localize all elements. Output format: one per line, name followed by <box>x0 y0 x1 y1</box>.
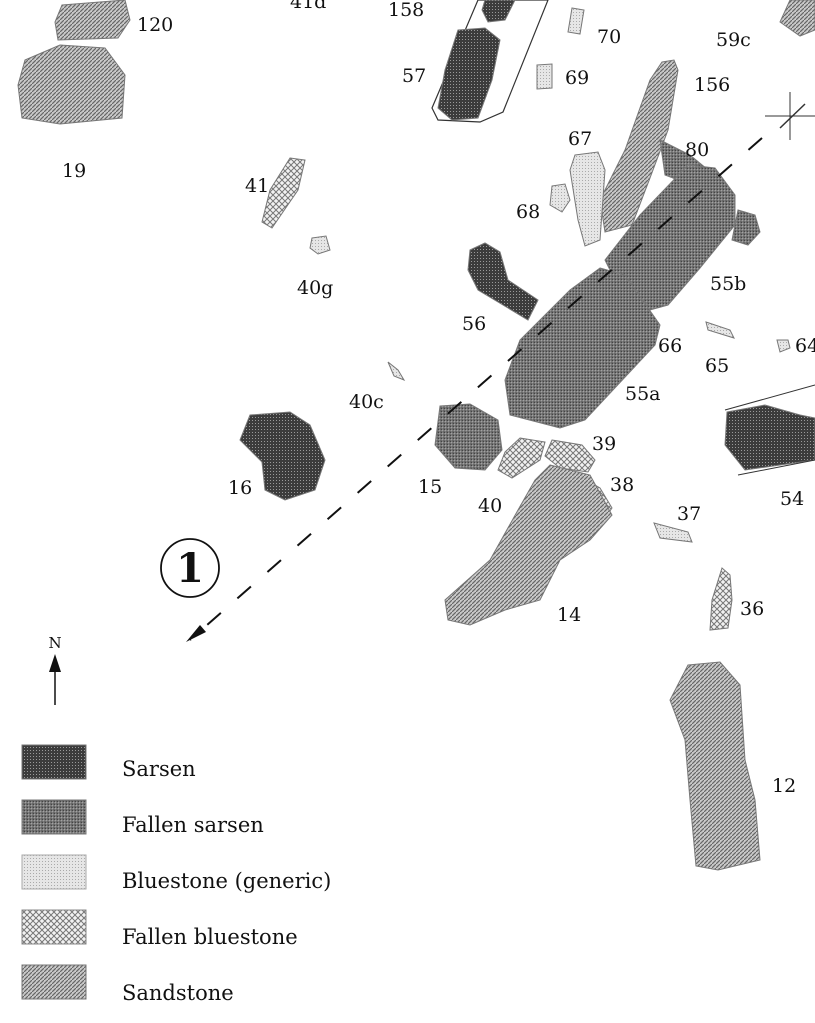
stone-19 <box>17 44 126 125</box>
legend-label: Sandstone <box>122 981 234 1005</box>
label-156: 156 <box>694 74 730 96</box>
legend-swatch-sarsen <box>21 744 87 780</box>
stone-64 <box>776 339 791 353</box>
stone-41 <box>261 157 306 229</box>
label-41d: 41d <box>290 0 326 13</box>
stone-39 <box>544 439 596 473</box>
axis-marker-number: 1 <box>176 545 204 592</box>
north-arrow-icon <box>49 654 61 672</box>
label-16: 16 <box>228 477 252 499</box>
label-120: 120 <box>137 14 173 36</box>
stone-40 <box>497 437 546 479</box>
legend-label: Fallen sarsen <box>122 813 264 837</box>
label-40c: 40c <box>349 391 384 413</box>
stone-15 <box>434 403 503 471</box>
label-64: 64 <box>795 335 815 357</box>
label-68: 68 <box>516 201 540 223</box>
label-55a: 55a <box>625 383 661 405</box>
label-69: 69 <box>565 67 589 89</box>
axis-dashed-line <box>186 137 763 642</box>
label-59c: 59c <box>716 29 751 51</box>
legend-swatch-fallen-bluestone <box>21 909 87 945</box>
north-label: N <box>48 634 61 652</box>
label-66: 66 <box>658 335 682 357</box>
stone-70 <box>567 7 585 35</box>
label-19: 19 <box>62 160 86 182</box>
label-38: 38 <box>610 474 634 496</box>
label-14: 14 <box>557 604 581 626</box>
stone-120 <box>54 0 131 41</box>
stone-65 <box>705 321 735 339</box>
axis-arrow-head <box>186 625 206 642</box>
stone-56 <box>467 242 539 321</box>
stone-54-pit <box>724 384 815 476</box>
label-15: 15 <box>418 476 442 498</box>
legend-item-sandstone: Sandstone <box>21 964 234 1005</box>
label-55b: 55b <box>710 273 746 295</box>
label-57: 57 <box>402 65 426 87</box>
stone-36 <box>709 567 733 631</box>
stone-55a <box>504 267 661 429</box>
stone-57 <box>437 27 501 121</box>
label-12: 12 <box>772 775 796 797</box>
north-arrow: N <box>48 634 62 705</box>
stone-59c <box>779 0 815 37</box>
label-40: 40 <box>478 495 502 517</box>
label-40g: 40g <box>297 277 333 299</box>
label-41: 41 <box>245 175 269 197</box>
label-70: 70 <box>597 26 621 48</box>
stone-69 <box>536 63 553 90</box>
legend-swatch-sandstone <box>21 964 87 1000</box>
legend-item-fallen-sarsen: Fallen sarsen <box>21 799 264 837</box>
survey-marker <box>765 92 815 140</box>
legend: Sarsen Fallen sarsen Bluestone (generic)… <box>21 744 331 1005</box>
stone-68 <box>549 183 571 213</box>
stone-40g <box>309 235 331 255</box>
label-37: 37 <box>677 503 701 525</box>
label-54: 54 <box>780 488 804 510</box>
legend-label: Fallen bluestone <box>122 925 298 949</box>
stone-12 <box>669 661 761 871</box>
label-158: 158 <box>388 0 424 21</box>
stone-16 <box>239 411 326 501</box>
stone-14 <box>444 464 613 626</box>
legend-swatch-bluestone <box>21 854 87 890</box>
stone-158 <box>481 0 516 23</box>
label-39: 39 <box>592 433 616 455</box>
legend-item-sarsen: Sarsen <box>21 744 196 781</box>
stone-55b <box>604 164 736 311</box>
label-67: 67 <box>568 128 592 150</box>
axis-marker: 1 <box>160 538 220 598</box>
label-65: 65 <box>705 355 729 377</box>
stone-54 <box>724 404 815 471</box>
legend-label: Sarsen <box>122 757 196 781</box>
label-36: 36 <box>740 598 764 620</box>
stone-55b-end <box>731 209 761 246</box>
stone-37 <box>653 522 693 543</box>
label-80: 80 <box>685 139 709 161</box>
legend-item-fallen-bluestone: Fallen bluestone <box>21 909 298 949</box>
label-56: 56 <box>462 313 486 335</box>
stones <box>17 0 815 871</box>
stone-labels: 41d 158 57 70 69 59c 156 67 80 120 19 41… <box>62 0 815 797</box>
legend-label: Bluestone (generic) <box>122 869 331 893</box>
stone-67 <box>569 151 606 247</box>
legend-swatch-fallen-sarsen <box>21 799 87 835</box>
legend-item-bluestone: Bluestone (generic) <box>21 854 331 893</box>
stone-40c <box>387 361 406 382</box>
